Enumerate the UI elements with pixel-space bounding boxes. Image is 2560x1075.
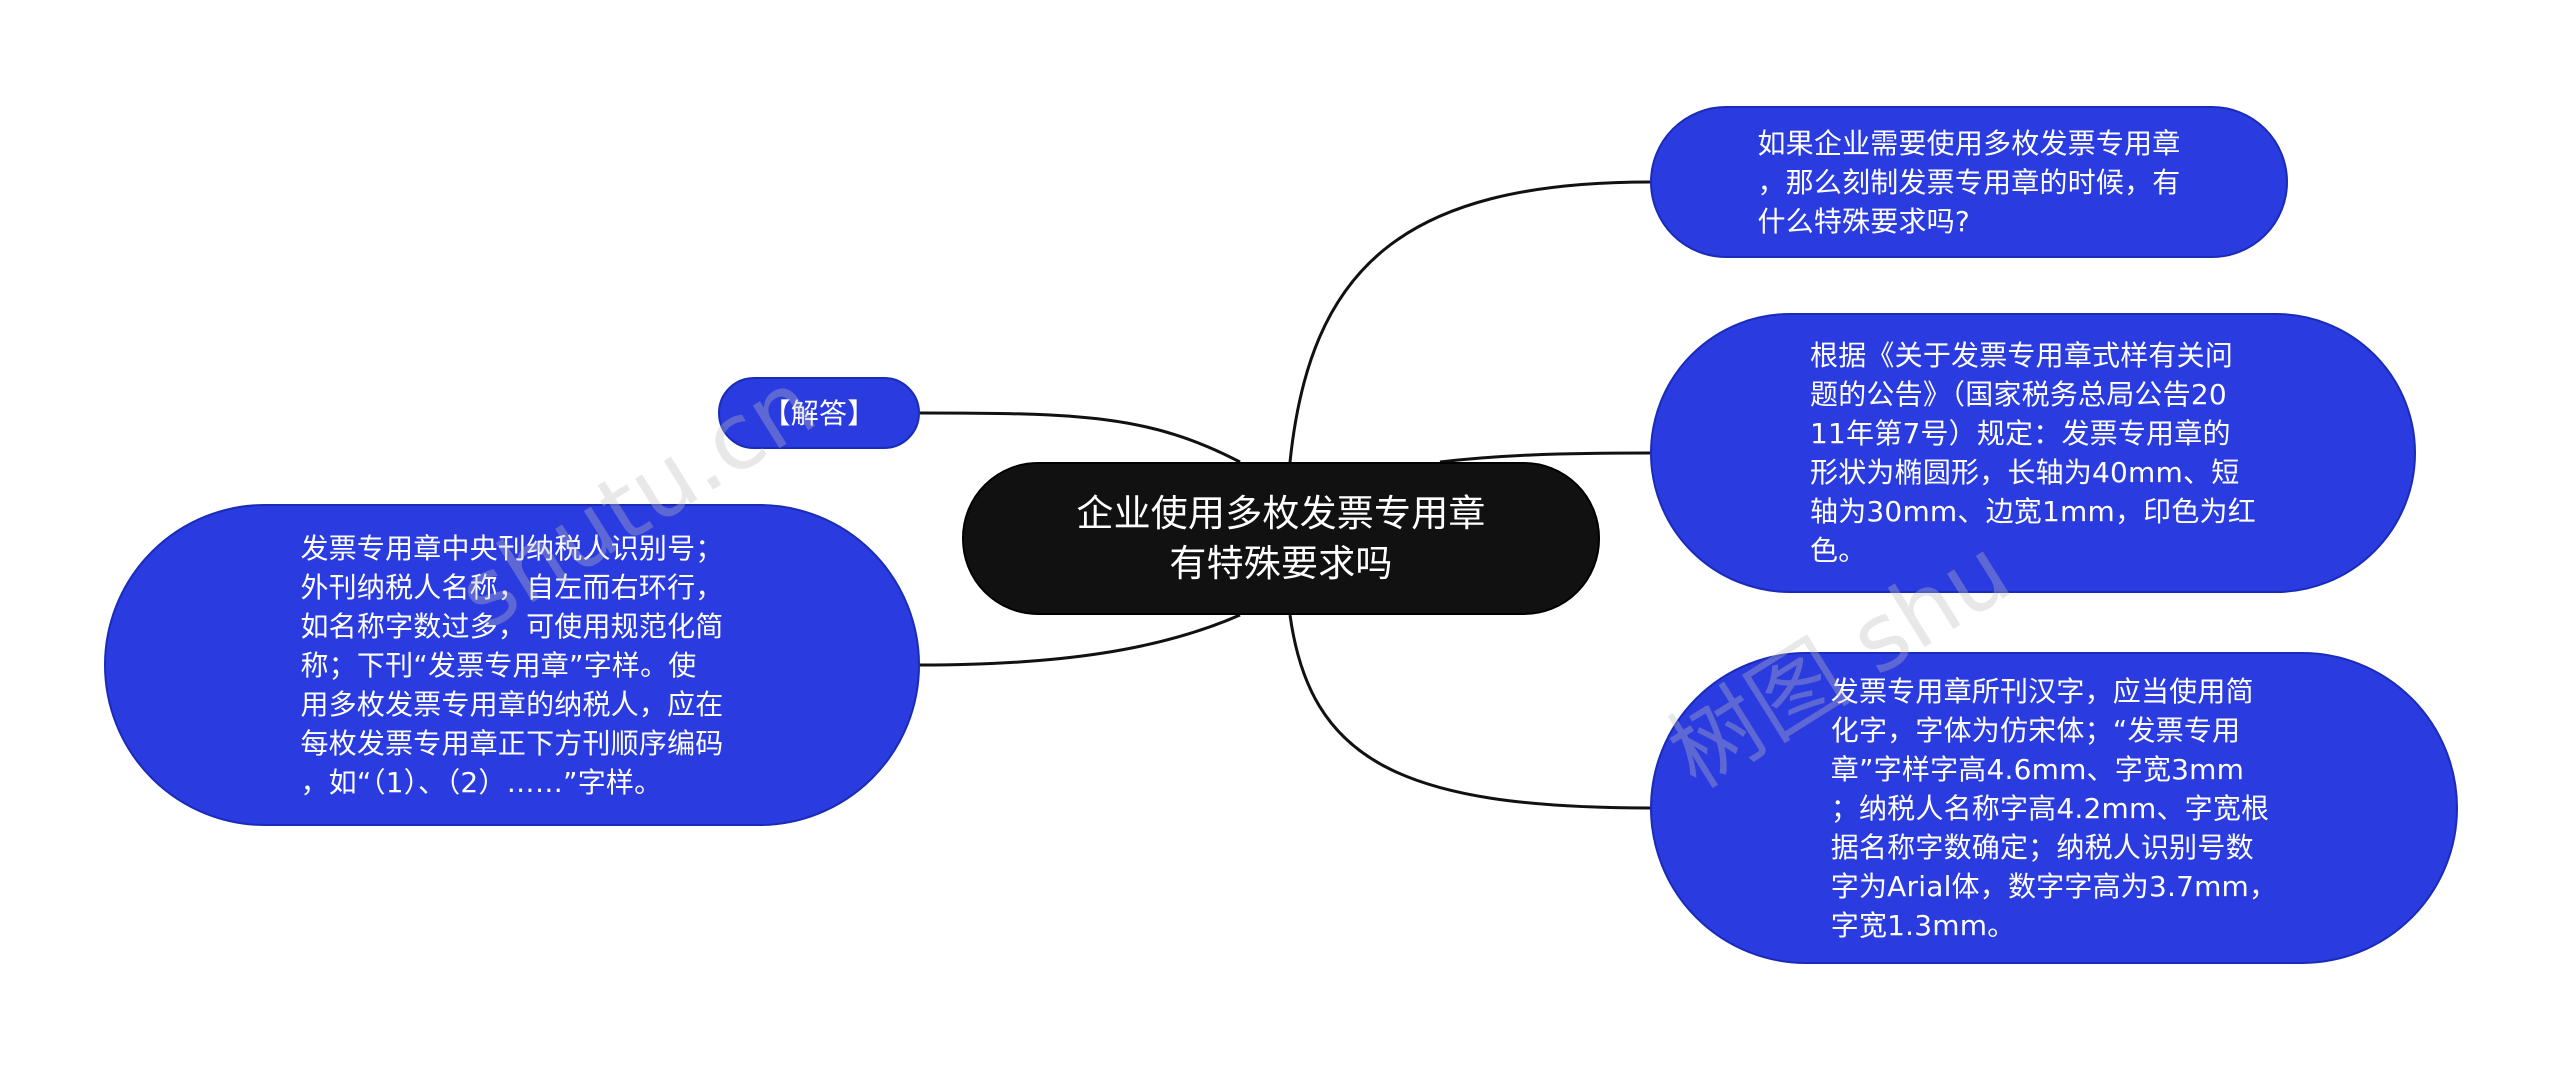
answer-label-node[interactable]: 【解答】 <box>718 377 920 449</box>
rule-2-node[interactable]: 发票专用章所刊汉字，应当使用简 化字，字体为仿宋体；“发票专用 章”字样字高4.… <box>1650 652 2458 964</box>
question-text: 如果企业需要使用多枚发票专用章 ，那么刻制发票专用章的时候，有 什么特殊要求吗? <box>1757 126 2181 238</box>
question-node[interactable]: 如果企业需要使用多枚发票专用章 ，那么刻制发票专用章的时候，有 什么特殊要求吗? <box>1650 106 2288 258</box>
rule-1-node[interactable]: 根据《关于发票专用章式样有关问 题的公告》（国家税务总局公告20 11年第7号）… <box>1650 313 2416 593</box>
answer-label-text: 【解答】 <box>762 396 876 430</box>
rule-1-text: 根据《关于发票专用章式样有关问 题的公告》（国家税务总局公告20 11年第7号）… <box>1810 339 2256 567</box>
rule-2-text: 发票专用章所刊汉字，应当使用简 化字，字体为仿宋体；“发票专用 章”字样字高4.… <box>1830 674 2278 942</box>
edge-to-question <box>1288 180 1651 463</box>
central-topic-node[interactable]: 企业使用多枚发票专用章 有特殊要求吗 <box>962 462 1600 615</box>
edge-to-answer-label <box>919 411 1241 464</box>
edge-to-rule-2 <box>1288 614 1651 810</box>
edge-to-rule-1 <box>1439 451 1651 464</box>
answer-text-node[interactable]: 发票专用章中央刊纳税人识别号； 外刊纳税人名称，自左而右环行， 如名称字数过多，… <box>104 504 920 826</box>
edge-to-answer-text <box>919 613 1241 667</box>
central-topic-title: 企业使用多枚发票专用章 有特殊要求吗 <box>1076 491 1486 585</box>
answer-text: 发票专用章中央刊纳税人识别号； 外刊纳税人名称，自左而右环行， 如名称字数过多，… <box>300 531 724 799</box>
